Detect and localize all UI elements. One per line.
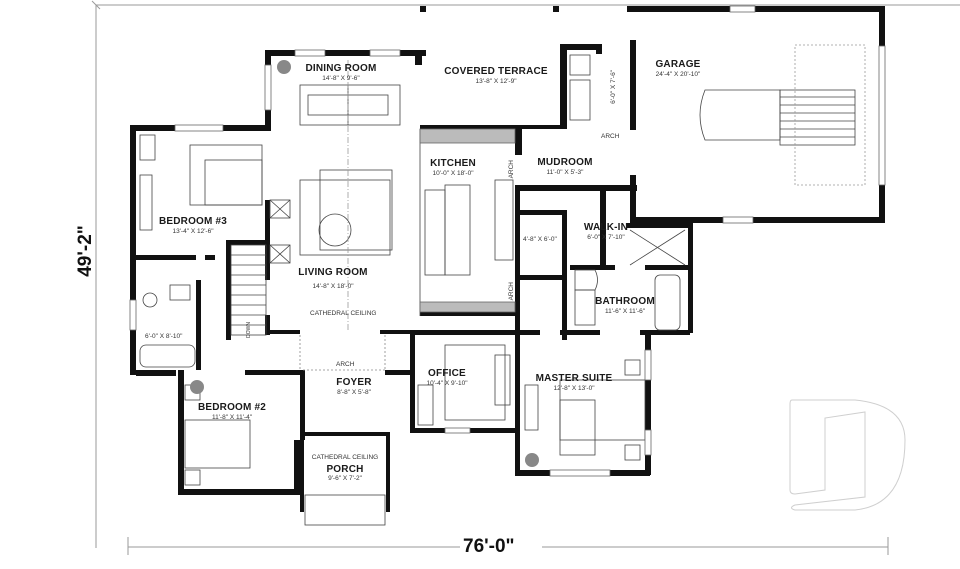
- room-dims: 6'-0" X 7'-10": [587, 233, 625, 241]
- room-garage: GARAGE 24'-4" X 20'-10": [655, 59, 701, 78]
- room-dining-room: DINING ROOM 14'-8" X 9'-6": [305, 63, 377, 82]
- logo-watermark: [789, 399, 906, 511]
- room-dims: 24'-4" X 20'-10": [655, 70, 701, 78]
- room-name: BATHROOM: [595, 296, 655, 307]
- room-dims: 11'-6" X 11'-6": [604, 307, 646, 315]
- room-dims: 11'-0" X 5'-3": [546, 168, 584, 176]
- room-dims: 8'-8" X 5'-8": [337, 388, 371, 396]
- room-bedroom-2: BEDROOM #2 11'-8" X 11'-4": [197, 402, 267, 421]
- room-master-suite: MASTER SUITE 12'-8" X 13'-0": [535, 373, 613, 392]
- room-mudroom: MUDROOM 11'-0" X 5'-3": [537, 157, 593, 176]
- room-dims: 12'-8" X 13'-0": [553, 384, 595, 392]
- room-office: OFFICE 10'-4" X 9'-10": [426, 368, 468, 387]
- room-name: BEDROOM #3: [158, 216, 228, 227]
- room-name: OFFICE: [428, 368, 466, 379]
- room-name: FOYER: [336, 377, 372, 388]
- arch-label-mudroom: ARCH: [601, 133, 620, 140]
- room-bathroom: BATHROOM 11'-6" X 11'-6": [595, 296, 655, 315]
- arch-label-kitchen-bottom: ARCH: [508, 282, 515, 301]
- room-covered-terrace: COVERED TERRACE 13'-8" X 12'-9": [444, 66, 548, 85]
- room-name: KITCHEN: [430, 158, 476, 169]
- room-dims: 11'-8" X 11'-4": [211, 413, 253, 421]
- room-kitchen: KITCHEN 10'-0" X 18'-0": [430, 158, 476, 177]
- room-dims: 10'-0" X 18'-0": [432, 169, 474, 177]
- room-name: MASTER SUITE: [535, 373, 613, 384]
- room-name: MUDROOM: [537, 157, 593, 168]
- room-foyer: FOYER 8'-8" X 5'-8": [336, 377, 372, 396]
- arch-label-kitchen-top: ARCH: [508, 160, 515, 179]
- room-name: LIVING ROOM: [298, 267, 368, 278]
- room-dims: 14'-8" X 18'-0": [312, 282, 354, 290]
- stairs-down-label: DOWN: [246, 322, 252, 338]
- room-name: BEDROOM #2: [197, 402, 267, 413]
- room-name: GARAGE: [655, 59, 701, 70]
- room-walk-in: WALK-IN 6'-0" X 7'-10": [583, 222, 629, 241]
- room-dims: 14'-8" X 9'-6": [322, 74, 360, 82]
- room-living-room: LIVING ROOM 14'-8" X 18'-0": [298, 267, 368, 290]
- room-name: WALK-IN: [583, 222, 629, 233]
- room-bedroom-3: BEDROOM #3 13'-4" X 12'-6": [158, 216, 228, 235]
- room-note: CATHEDRAL CEILING: [311, 454, 379, 461]
- laundry-dims: 6'-0" X 7'-6": [610, 70, 617, 104]
- room-porch: CATHEDRAL CEILING PORCH 9'-6" X 7'-2": [312, 454, 378, 483]
- overall-width: 76'-0": [463, 536, 515, 557]
- overall-depth: 49'-2": [74, 225, 96, 277]
- room-name: COVERED TERRACE: [444, 66, 548, 77]
- living-cathedral-ceiling-note: CATHEDRAL CEILING: [310, 310, 377, 317]
- room-dims: 10'-4" X 9'-10": [426, 379, 468, 387]
- room-dims: 13'-4" X 12'-6": [172, 227, 214, 235]
- room-name: PORCH: [326, 463, 364, 475]
- arch-label-foyer: ARCH: [336, 361, 355, 368]
- dimension-lines: [91, 0, 960, 555]
- interior-lines: [139, 44, 866, 526]
- bath-2-dims: 6'-0" X 8'-10": [145, 333, 183, 340]
- walls: [130, 6, 885, 512]
- closet-dims: 4'-8" X 6'-0": [523, 236, 557, 243]
- plant-icons: [190, 60, 539, 467]
- room-dims: 9'-6" X 7'-2": [328, 475, 362, 483]
- room-dims: 13'-8" X 12'-9": [475, 77, 517, 85]
- room-name: DINING ROOM: [305, 63, 377, 74]
- windows: [129, 5, 886, 477]
